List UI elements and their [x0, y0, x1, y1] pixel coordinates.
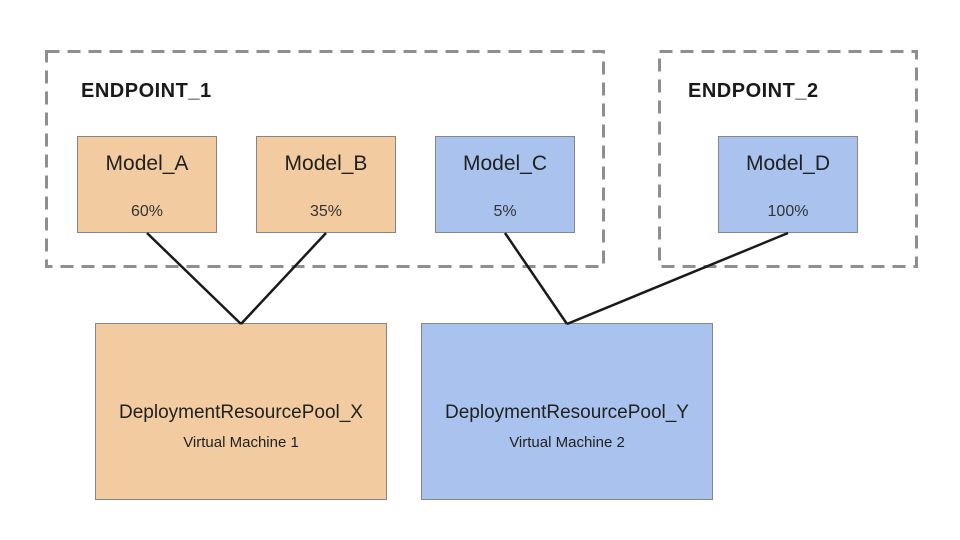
pool-y-label: DeploymentResourcePool_Y — [445, 402, 689, 423]
pool-x-machine-label: Virtual Machine 1 — [183, 434, 299, 451]
model-d-box: Model_D 100% — [718, 136, 858, 233]
model-d-label: Model_D — [745, 152, 831, 175]
pool-y-machine-label: Virtual Machine 2 — [509, 434, 625, 451]
model-b-box: Model_B 35% — [256, 136, 396, 233]
model-a-box: Model_A 60% — [77, 136, 217, 233]
deployment-resource-pool-x-box: DeploymentResourcePool_X Virtual Machine… — [95, 323, 387, 500]
model-a-traffic-label: 60% — [130, 203, 164, 220]
pool-x-label: DeploymentResourcePool_X — [119, 402, 363, 423]
model-a-label: Model_A — [105, 152, 189, 175]
endpoint-1-title: ENDPOINT_1 — [81, 80, 212, 102]
model-b-label: Model_B — [284, 152, 368, 175]
model-c-box: Model_C 5% — [435, 136, 575, 233]
model-c-label: Model_C — [462, 152, 548, 175]
model-c-traffic-label: 5% — [493, 203, 517, 220]
model-b-traffic-label: 35% — [309, 203, 343, 220]
model-d-traffic-label: 100% — [767, 203, 809, 220]
endpoint-2-title: ENDPOINT_2 — [688, 80, 819, 102]
endpoint-2-container: ENDPOINT_2 Model_D 100% — [658, 50, 918, 268]
deployment-resource-pool-y-box: DeploymentResourcePool_Y Virtual Machine… — [421, 323, 713, 500]
endpoint-1-container: ENDPOINT_1 Model_A 60% Model_B 35% Model… — [45, 50, 605, 268]
